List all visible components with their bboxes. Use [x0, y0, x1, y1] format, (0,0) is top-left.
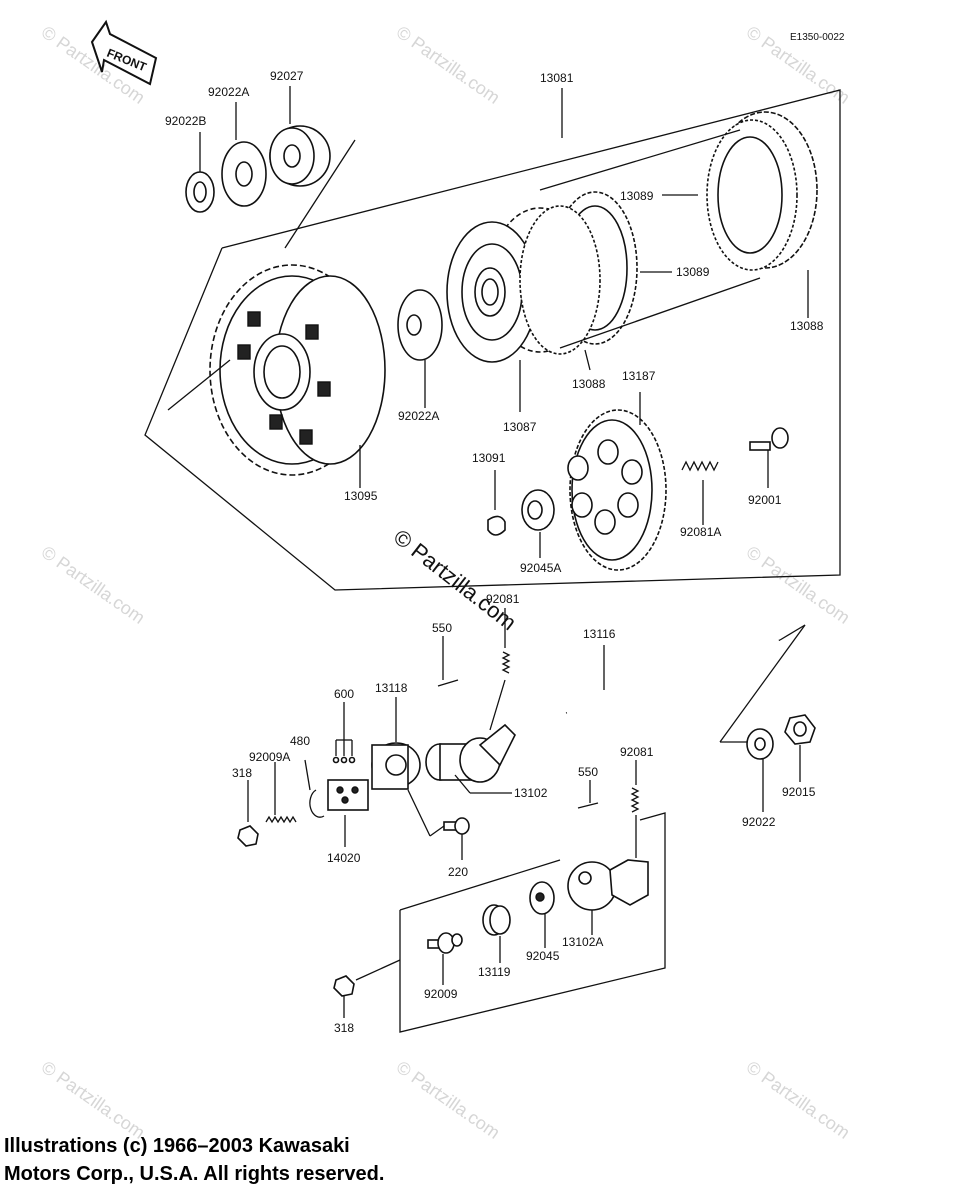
spring-92009A-icon: [265, 815, 297, 824]
label-13088-b: 13088: [572, 377, 606, 391]
label-13118: 13118: [375, 681, 408, 695]
washer-92022-icon: [746, 728, 774, 760]
nut-318-lower-icon: [333, 975, 355, 997]
washer-92022A-mid-icon: [397, 289, 443, 361]
bolt-92001-icon: [749, 427, 789, 451]
label-13089-a: 13089: [620, 189, 654, 203]
bolt-220-icon: [443, 817, 470, 835]
label-92081-b: 92081: [620, 745, 654, 759]
washer-92022B-icon: [185, 171, 215, 213]
label-13102A: 13102A: [562, 935, 603, 949]
label-550-b: 550: [578, 765, 598, 779]
label-13116: 13116: [583, 627, 616, 641]
label-13089-b: 13089: [676, 265, 710, 279]
label-318-a: 318: [232, 766, 252, 780]
nut-318-top-icon: [237, 825, 259, 847]
part-labels: 13081 92027 92022A 92022B 13089 13089 13…: [165, 69, 824, 1035]
label-14020: 14020: [327, 851, 361, 865]
label-13091: 13091: [472, 451, 506, 465]
copyright-line-2: Motors Corp., U.S.A. All rights reserved…: [4, 1163, 385, 1185]
bearing-92045-icon: [529, 881, 555, 915]
nut-92015-icon: [784, 714, 816, 745]
label-318-b: 318: [334, 1021, 354, 1035]
spring-92081A-icon: [681, 460, 719, 472]
label-92081A: 92081A: [680, 525, 721, 539]
watermark: © Partzilla.com: [393, 1057, 504, 1143]
collar-92027-icon: [269, 125, 331, 187]
label-92022A-top: 92022A: [208, 85, 249, 99]
label-13087: 13087: [503, 420, 537, 434]
label-92001: 92001: [748, 493, 782, 507]
label-13187: 13187: [622, 369, 656, 383]
watermark: © Partzilla.com: [743, 1057, 854, 1143]
adjuster-92009-icon: [427, 932, 463, 954]
label-13102: 13102: [514, 786, 548, 800]
label-13095: 13095: [344, 489, 378, 503]
circlip-480-icon: [309, 789, 325, 818]
label-600: 600: [334, 687, 354, 701]
holder-13118-icon: [371, 742, 421, 790]
label-92015: 92015: [782, 785, 816, 799]
copyright-line-1: Illustrations (c) 1966–2003 Kawasaki: [4, 1135, 350, 1157]
gear-14020-icon: [327, 779, 369, 811]
pushrod-13116-icon: [565, 639, 781, 715]
spring-92081-lower-icon: [630, 787, 640, 813]
release-13102-icon: [425, 723, 516, 783]
copyright-notice: Illustrations (c) 1966–2003 Kawasaki Mot…: [4, 1132, 384, 1188]
label-13081: 13081: [540, 71, 574, 85]
label-92045: 92045: [526, 949, 560, 963]
label-92022B: 92022B: [165, 114, 206, 128]
screw-600-icon: [332, 756, 356, 764]
label-92045A: 92045A: [520, 561, 561, 575]
diagram-id: E1350-0022: [790, 32, 845, 43]
washer-92022A-icon: [221, 141, 267, 207]
label-92009A: 92009A: [249, 750, 290, 764]
watermark: © Partzilla.com: [393, 22, 504, 108]
label-92022A-mid: 92022A: [398, 409, 439, 423]
bearing-92045A-icon: [521, 489, 555, 531]
label-13119: 13119: [478, 965, 511, 979]
watermark-center: © Partzilla.com: [389, 524, 521, 635]
watermark: © Partzilla.com: [38, 1057, 149, 1143]
label-92009: 92009: [424, 987, 458, 1001]
label-13088-a: 13088: [790, 319, 824, 333]
steel-plate-13088-icon: [519, 205, 601, 355]
lever-13102A-icon: [567, 859, 649, 911]
label-550-a: 550: [432, 621, 452, 635]
cam-13119-icon: [482, 904, 511, 936]
watermark: © Partzilla.com: [38, 542, 149, 628]
plate-stack-13089-icon: [706, 111, 818, 271]
label-92022: 92022: [742, 815, 776, 829]
watermark: © Partzilla.com: [743, 542, 854, 628]
pushrod-end-13091-icon: [487, 515, 506, 536]
label-92081-a: 92081: [486, 592, 520, 606]
pressure-plate-13187-icon: [567, 409, 667, 571]
clutch-assembly-outline: [144, 88, 841, 591]
pin-550-lower-icon: [577, 802, 599, 809]
clutch-housing-13095-icon: [209, 264, 386, 476]
label-480: 480: [290, 734, 310, 748]
spring-92081-top-icon: [501, 651, 511, 674]
pin-550-icon: [437, 679, 459, 687]
label-92027: 92027: [270, 69, 304, 83]
label-220: 220: [448, 865, 468, 879]
